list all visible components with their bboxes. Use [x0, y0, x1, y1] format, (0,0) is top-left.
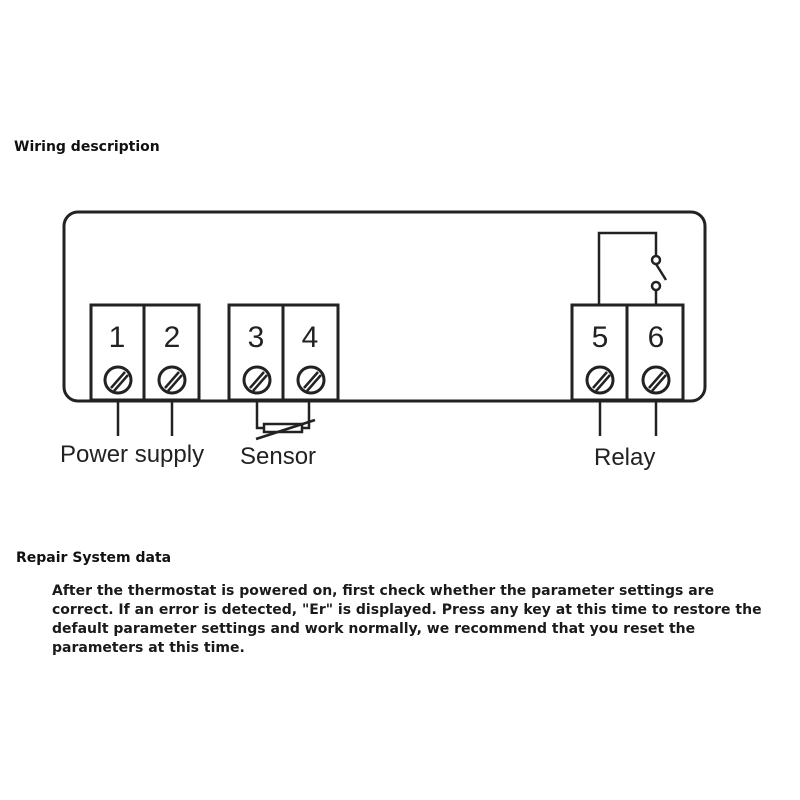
screw-icon-5: [585, 365, 615, 395]
terminal-number-6: 6: [648, 321, 665, 354]
sensor-label: Sensor: [240, 443, 316, 470]
screw-icon-6: [641, 365, 671, 395]
wiring-heading: Wiring description: [14, 139, 160, 155]
relay-contact-icon: [597, 231, 668, 305]
screw-icon-3: [242, 365, 272, 395]
terminal-number-2: 2: [164, 321, 181, 354]
terminal-number-3: 3: [248, 321, 265, 354]
controller-housing: [62, 210, 707, 403]
repair-description: After the thermostat is powered on, firs…: [52, 583, 762, 656]
terminal-number-4: 4: [302, 321, 319, 354]
terminal-number-1: 1: [109, 321, 126, 354]
power-supply-label: Power supply: [60, 441, 204, 468]
screw-icon-4: [296, 365, 326, 395]
sensor-thermistor-icon: [255, 400, 316, 441]
relay-label: Relay: [594, 444, 655, 471]
screw-icon-2: [157, 365, 187, 395]
repair-heading: Repair System data: [16, 550, 172, 566]
screw-icon-1: [103, 365, 133, 395]
terminal-number-5: 5: [592, 321, 609, 354]
